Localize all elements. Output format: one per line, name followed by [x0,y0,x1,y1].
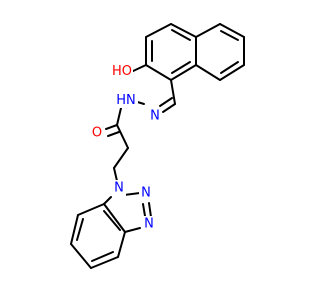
bond [170,64,197,81]
bond [107,131,120,137]
bond [170,79,176,105]
atom-label: N [114,181,124,196]
bond [77,203,105,216]
bond [113,167,118,182]
imine-nitrogen: N [148,108,162,124]
atom-label: HN [116,93,136,108]
bond [70,243,92,269]
molecule-structure: HO N HN O N N N [70,23,245,269]
bond [171,61,191,74]
amide-nitrogen: HN [114,92,138,108]
bond [123,192,141,196]
bond [145,23,172,38]
bond [91,251,114,262]
bond [148,202,152,218]
bond [116,124,129,149]
triazole-nitrogen-2: N [139,185,153,201]
bond [103,210,121,231]
triazole-nitrogen-3: N [142,216,156,232]
bond [159,97,173,107]
triazole-nitrogen-1: N [112,180,126,196]
carbonyl-oxygen: O [90,125,104,141]
bond [103,196,112,205]
bond [142,203,146,217]
bond [124,227,141,233]
atom-label: O [92,126,102,141]
hydroxyl-oxygen: HO [111,63,133,79]
bond [170,23,197,38]
bond [220,61,239,74]
atom-label: HO [112,64,132,79]
bond-lines [70,23,245,269]
bond [130,64,147,73]
bond [105,124,118,130]
bond [103,203,126,233]
bond [116,107,122,126]
bond [162,103,176,113]
bond [117,231,126,258]
bond [171,29,191,41]
bond [219,64,245,81]
atom-label: N [144,217,154,232]
bond [90,256,119,269]
bond [145,64,172,81]
bond [195,23,221,38]
atom-labels: HO N HN O N N N [90,63,162,232]
bond [220,30,239,41]
bond [195,64,221,81]
atom-label: N [141,186,151,201]
atom-label: N [150,109,160,124]
bond [219,23,245,38]
bond [113,147,129,169]
bond [70,214,79,245]
bond [76,218,84,241]
